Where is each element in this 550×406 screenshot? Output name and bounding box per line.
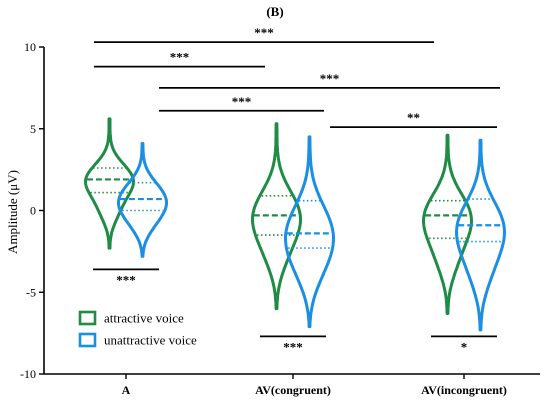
x-category-label: AV(congruent) xyxy=(255,383,331,397)
y-tick-label: -5 xyxy=(26,285,36,299)
violin xyxy=(117,142,168,258)
significance-annotations: ********************* xyxy=(93,25,500,354)
y-tick-label: 5 xyxy=(30,122,36,136)
legend-label: unattractive voice xyxy=(104,333,197,348)
significance-stars: *** xyxy=(170,50,190,65)
y-tick-label: 0 xyxy=(30,204,36,218)
violin-outline xyxy=(117,142,168,258)
violin-outline xyxy=(284,135,335,329)
x-category-label: A xyxy=(122,383,131,397)
violin-outline xyxy=(84,117,135,250)
y-tick-label: -10 xyxy=(20,367,36,381)
legend-swatch xyxy=(78,332,97,348)
violin xyxy=(251,122,302,311)
violin xyxy=(284,135,335,329)
axes: 10 5 0 -5 -10A AV(congruent) AV(incongruent) xyxy=(20,40,540,397)
legend-label: attractive voice xyxy=(104,311,184,326)
violin xyxy=(84,117,135,250)
significance-stars: *** xyxy=(232,94,252,109)
significance-stars: ** xyxy=(407,110,420,125)
x-category-label: AV(incongruent) xyxy=(421,383,507,397)
significance-stars: *** xyxy=(320,71,340,86)
y-tick-label: 10 xyxy=(24,40,36,54)
y-axis-title: Amplitude (μV) xyxy=(5,170,20,254)
legend: attractive voice unattractive voice xyxy=(78,310,197,348)
significance-stars: *** xyxy=(116,272,136,287)
legend-swatch xyxy=(78,310,97,326)
violin-outline xyxy=(422,133,473,315)
significance-stars: *** xyxy=(254,25,274,40)
significance-stars: *** xyxy=(283,339,303,354)
violin xyxy=(455,138,506,332)
violin-outline xyxy=(455,138,506,332)
panel-label: (B) xyxy=(266,4,283,19)
violins xyxy=(84,117,506,332)
violin xyxy=(422,133,473,315)
significance-stars: * xyxy=(461,339,468,354)
violin-outline xyxy=(251,122,302,311)
